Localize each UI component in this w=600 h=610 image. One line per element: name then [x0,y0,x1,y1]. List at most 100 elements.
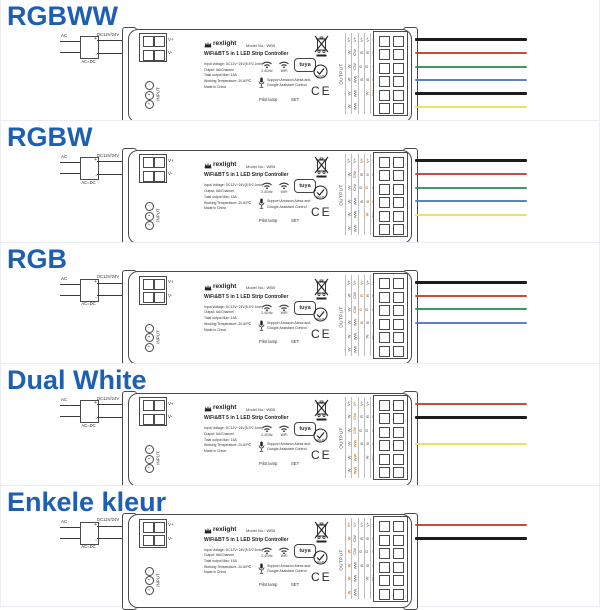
input-terminal-screw [154,157,165,169]
section-title: RGBWW [7,1,118,31]
output-wire-yellow [415,443,527,446]
input-terminal-screw [143,157,154,169]
output-terminal-screw [379,521,390,533]
output-wire-green [415,186,527,189]
output-terminal-screw [379,345,390,357]
output-terminal-screw [379,35,390,47]
ce-mark: CE [311,84,332,98]
matrix-cell: V+ [358,279,364,285]
product-title: WiFi&BT 5 in 1 LED Strip Controller [204,415,289,422]
dc-minus-wire [97,416,140,418]
matrix-cell: G [364,186,370,190]
wiring-diagram: AC + - AC=DC DC12V/24V V+ V- - • + INPUT [1,0,599,124]
input-terminal-screw [154,36,165,47]
output-terminal-screw [392,534,404,546]
output-wire-blue [415,200,527,203]
matrix-cell: V+ [358,400,364,406]
output-terminal-screw [392,467,404,479]
input-terminal-screw [154,278,165,290]
matrix-cell: W [364,91,370,96]
output-terminal-screw [379,197,390,209]
output-terminal-screw [392,170,404,182]
controller-body [128,149,412,244]
matrix-cell: R [364,536,370,540]
dc-polarity-icon: - [144,566,154,576]
minus-terminal-label: - [95,52,97,58]
model-number: Model No.: WB5 [246,163,276,169]
output-terminal-screw [392,197,404,209]
matrix-cell: W [346,549,351,554]
spec-lines: Input Voltage: DC12V~24V(5.5*2.1mm) Outp… [204,426,263,455]
output-terminal-screw [392,399,404,411]
dc-polarity-icon: - [144,81,154,90]
v-minus-label: V- [168,50,173,55]
output-terminal-screw [392,278,404,290]
v-minus-label: V- [168,171,173,177]
spec-line: Total output Max: 15A [204,73,237,78]
spec-line: Output: 6A/Channel [204,553,234,558]
matrix-cell: CW [352,292,358,299]
minus-terminal-label: - [95,173,97,180]
matrix-cell: W [346,576,351,581]
matrix-cell: W [346,172,351,177]
voice-assistant-line: Support Amazon Alexa and [267,320,311,325]
v-minus-label: V- [168,292,173,298]
output-terminal-screw [379,224,390,236]
matrix-cell [359,464,364,478]
matrix-cell: V+ [346,522,352,528]
output-terminal-screw [392,413,404,425]
spec-line: Working Temperature:-20-60℃ [204,79,251,84]
spec-line: Working Temperature:-20-60℃ [204,200,251,205]
matrix-cell: WW [352,318,358,327]
input-label: INPUT [155,451,161,465]
svg-text:RoHS: RoHS [316,560,324,564]
microphone-icon [258,77,265,89]
output-wire-black [415,280,527,284]
microphone-icon [258,563,265,575]
tuya-badge: tuya [294,422,316,437]
spec-line: Made in China [204,84,226,89]
matrix-cell: V+ [358,158,364,164]
spec-line: Input Voltage: DC12V~24V(5.5*2.1mm) [204,547,264,552]
matrix-cell: B [358,321,364,324]
output-terminal-screw [379,305,390,317]
matrix-cell: R [364,415,370,419]
set-button-label: SET [291,582,300,588]
section-title: RGBW [7,122,93,153]
wifi-label: WiFi [280,432,288,437]
v-minus-label: V- [168,535,173,541]
dc-plus-wire [97,525,140,527]
output-label: OUTPUT [338,184,343,207]
spec-line: Made in China [204,570,226,575]
output-terminal-screw [379,426,390,438]
output-terminal-screw [392,318,404,330]
spec-line: Input Voltage: DC12V~24V(5.5*2.1mm) [204,304,264,309]
matrix-cell: W [346,334,351,338]
voice-assistant-line: Google Assistant Control [267,568,307,573]
input-label: INPUT [155,330,161,344]
dc-polarity-icon: • [144,454,154,464]
output-terminal-screw [392,103,404,114]
output-terminal-screw [379,534,390,546]
matrix-cell: B [358,199,364,203]
ac-dc-label: AC=DC [81,422,96,428]
output-terminal-screw [379,170,390,182]
ac-dc-label: AC=DC [81,301,96,307]
matrix-cell: W [346,563,351,568]
ac-label: AC [61,33,68,38]
output-terminal-screw [379,332,390,344]
set-button-label: SET [291,339,300,345]
input-label: INPUT [155,87,161,101]
rohs-icon: RoHS [313,428,328,443]
svg-text:RoHS: RoHS [316,438,324,442]
wifi-icon: WiFi [276,181,292,194]
model-number: Model No.: WB5 [246,528,276,534]
matrix-cell: WW [352,467,358,475]
input-terminal-screw [143,400,154,412]
spec-lines: Input Voltage: DC12V~24V(5.5*2.1mm) Outp… [204,548,263,577]
matrix-cell: R [364,172,370,176]
output-terminal-screw [392,440,404,452]
